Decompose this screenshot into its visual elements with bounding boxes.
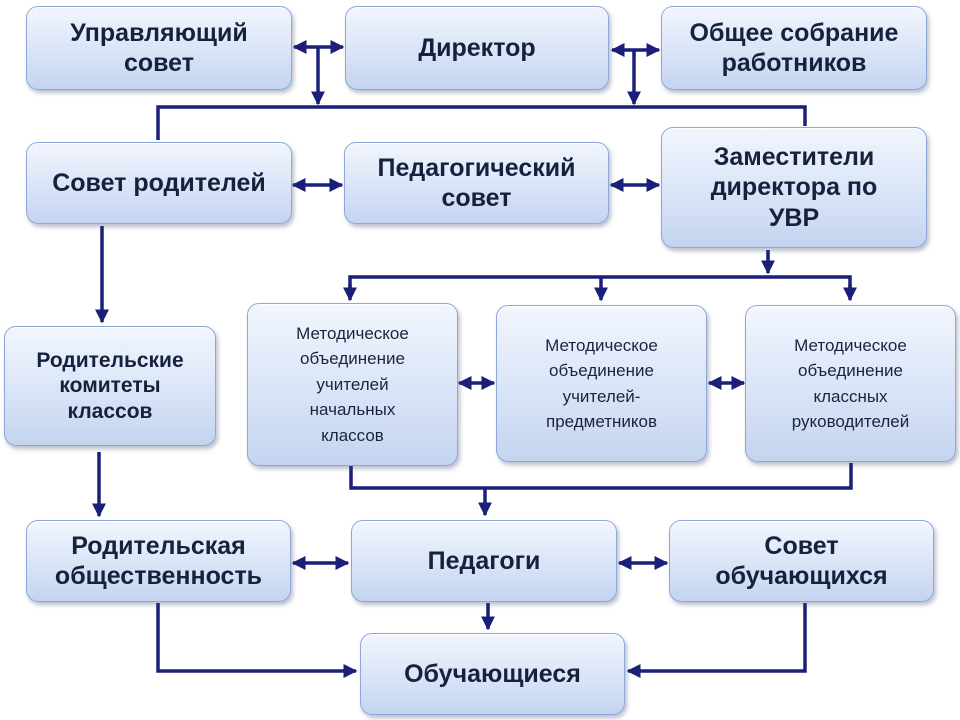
node-pedagogical-council: Педагогический совет <box>344 142 609 224</box>
node-mo-class-teachers: Методическое объединение классных руково… <box>745 305 956 462</box>
node-parents-council: Совет родителей <box>26 142 292 224</box>
node-class-parent-committees: Родительские комитеты классов <box>4 326 216 446</box>
node-parent-community: Родительская общественность <box>26 520 291 602</box>
node-mo-primary: Методическое объединение учителей началь… <box>247 303 458 466</box>
node-deputy-directors: Заместители директора по УВР <box>661 127 927 248</box>
node-managing-council: Управляющий совет <box>26 6 292 90</box>
node-student-council: Совет обучающихся <box>669 520 934 602</box>
node-students: Обучающиеся <box>360 633 625 715</box>
node-general-meeting: Общее собрание работников <box>661 6 927 90</box>
node-mo-subject: Методическое объединение учителей- предм… <box>496 305 707 462</box>
node-teachers: Педагоги <box>351 520 617 602</box>
arrow-community-students <box>156 603 358 678</box>
top-bus <box>156 105 807 140</box>
arrow-studentcouncil-students <box>626 603 807 678</box>
node-director: Директор <box>345 6 609 90</box>
methodical-bottom-bus <box>349 463 853 490</box>
